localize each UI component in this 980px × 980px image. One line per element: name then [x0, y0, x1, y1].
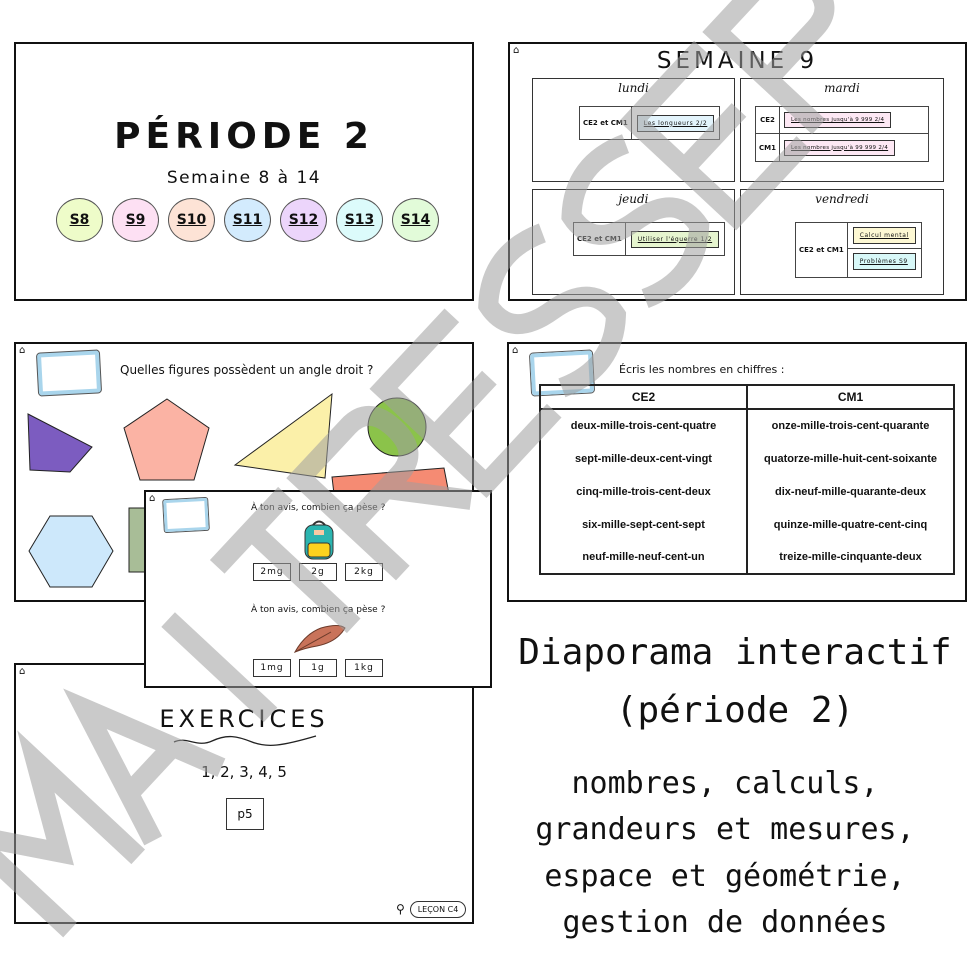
lesson-link[interactable]: Les nombres jusqu'à 99 999 2/4: [784, 139, 896, 156]
week-button-s13[interactable]: S13: [336, 198, 383, 242]
day-label: lundi: [618, 81, 649, 95]
cell: quatorze-mille-huit-cent-soixante: [746, 442, 955, 475]
option-1g[interactable]: 1g: [299, 659, 337, 677]
cell: cinq-mille-trois-cent-deux: [539, 475, 748, 508]
slide-semaine: ⌂ SEMAINE 9 lundi CE2 et CM1 Les longueu…: [508, 42, 967, 301]
slide-subtitle: Semaine 8 à 14: [166, 168, 322, 188]
week-button-s10[interactable]: S10: [168, 198, 215, 242]
day-label: jeudi: [618, 192, 649, 206]
slide-exercices: ⌂ EXERCICES 1, 2, 3, 4, 5 p5 ⚲ LEÇON C4: [14, 663, 474, 924]
cell: onze-mille-trois-cent-quarante: [746, 409, 955, 442]
option-2kg[interactable]: 2kg: [345, 563, 383, 581]
lesson-link-calcul[interactable]: Calcul mental: [852, 227, 916, 244]
slide-title: SEMAINE 9: [656, 48, 819, 74]
column-header: CE2: [539, 384, 748, 410]
wave-underline: [173, 735, 317, 746]
feather-icon: [293, 625, 346, 653]
week-button-s14[interactable]: S14: [392, 198, 439, 242]
column-header: CM1: [746, 384, 955, 410]
day-label: vendredi: [815, 192, 869, 206]
cell: neuf-mille-neuf-cent-un: [539, 541, 748, 575]
slide-periode: PÉRIODE 2 Semaine 8 à 14 S8 S9 S10 S11 S…: [14, 42, 474, 301]
cell: quinze-mille-quatre-cent-cinq: [746, 508, 955, 541]
circle-shape: [367, 397, 427, 457]
lesson-link[interactable]: Utiliser l'équerre 1/2: [630, 230, 720, 248]
search-icon[interactable]: ⚲: [396, 902, 405, 916]
lesson-button[interactable]: LEÇON C4: [410, 901, 466, 918]
day-jeudi: jeudi CE2 et CM1 Utiliser l'équerre 1/2: [532, 189, 735, 295]
exercise-numbers: 1, 2, 3, 4, 5: [201, 763, 287, 781]
lesson-link[interactable]: Les nombres jusqu'à 9 999 2/4: [784, 112, 892, 128]
level-label: CE2 et CM1: [574, 223, 626, 255]
quadrilateral-shape: [27, 413, 93, 473]
week-button-s9[interactable]: S9: [112, 198, 159, 242]
promo-line: gestion de données: [562, 905, 888, 940]
level-label: CE2 et CM1: [580, 107, 632, 139]
cell: sept-mille-deux-cent-vingt: [539, 442, 748, 475]
cell: treize-mille-cinquante-deux: [746, 541, 955, 575]
option-1mg[interactable]: 1mg: [253, 659, 291, 677]
level-label: CE2: [756, 107, 780, 133]
slide-title: PÉRIODE 2: [114, 116, 374, 157]
option-2mg[interactable]: 2mg: [253, 563, 291, 581]
week-buttons: S8 S9 S10 S11 S12 S13 S14: [56, 198, 439, 242]
slide-title: EXERCICES: [159, 705, 329, 733]
option-2g[interactable]: 2g: [299, 563, 337, 581]
home-icon[interactable]: ⌂: [19, 666, 26, 677]
home-icon[interactable]: ⌂: [512, 345, 519, 356]
week-button-s12[interactable]: S12: [280, 198, 327, 242]
instruction: Écris les nombres en chiffres :: [619, 363, 785, 376]
week-button-s8[interactable]: S8: [56, 198, 103, 242]
board-icon: [163, 497, 209, 533]
home-icon[interactable]: ⌂: [19, 345, 26, 356]
day-label: mardi: [824, 81, 860, 95]
question-1: À ton avis, combien ça pèse ?: [251, 503, 386, 513]
promo-line: nombres, calculs,: [571, 766, 879, 801]
option-1kg[interactable]: 1kg: [345, 659, 383, 677]
level-label: CM1: [756, 134, 780, 161]
day-lundi: lundi CE2 et CM1 Les longueurs 2/2: [532, 78, 735, 182]
day-vendredi: vendredi CE2 et CM1 Calcul mental Problè…: [740, 189, 944, 295]
question-2: À ton avis, combien ça pèse ?: [251, 605, 386, 615]
cell: deux-mille-trois-cent-quatre: [539, 409, 748, 442]
backpack-icon: [304, 520, 334, 560]
promo-title: Diaporama interactif: [518, 632, 952, 673]
promo-line: grandeurs et mesures,: [535, 812, 915, 847]
slide-masses: ⌂ À ton avis, combien ça pèse ? 2mg 2g 2…: [144, 490, 492, 688]
pentagon-shape: [123, 398, 210, 481]
hexagon-shape: [28, 515, 114, 588]
page-button[interactable]: p5: [226, 798, 264, 830]
triangle-shape: [233, 392, 333, 479]
level-label: CE2 et CM1: [796, 223, 848, 277]
promo-subtitle: (période 2): [615, 690, 855, 731]
lesson-link[interactable]: Les longueurs 2/2: [636, 114, 715, 132]
question: Quelles figures possèdent un angle droit…: [120, 363, 374, 377]
cell: six-mille-sept-cent-sept: [539, 508, 748, 541]
home-icon[interactable]: ⌂: [149, 493, 156, 504]
home-icon[interactable]: ⌂: [513, 45, 520, 56]
promo-line: espace et géométrie,: [544, 859, 906, 894]
lesson-link-problemes[interactable]: Problèmes S9: [852, 253, 916, 270]
cell: dix-neuf-mille-quarante-deux: [746, 475, 955, 508]
week-button-s11[interactable]: S11: [224, 198, 271, 242]
